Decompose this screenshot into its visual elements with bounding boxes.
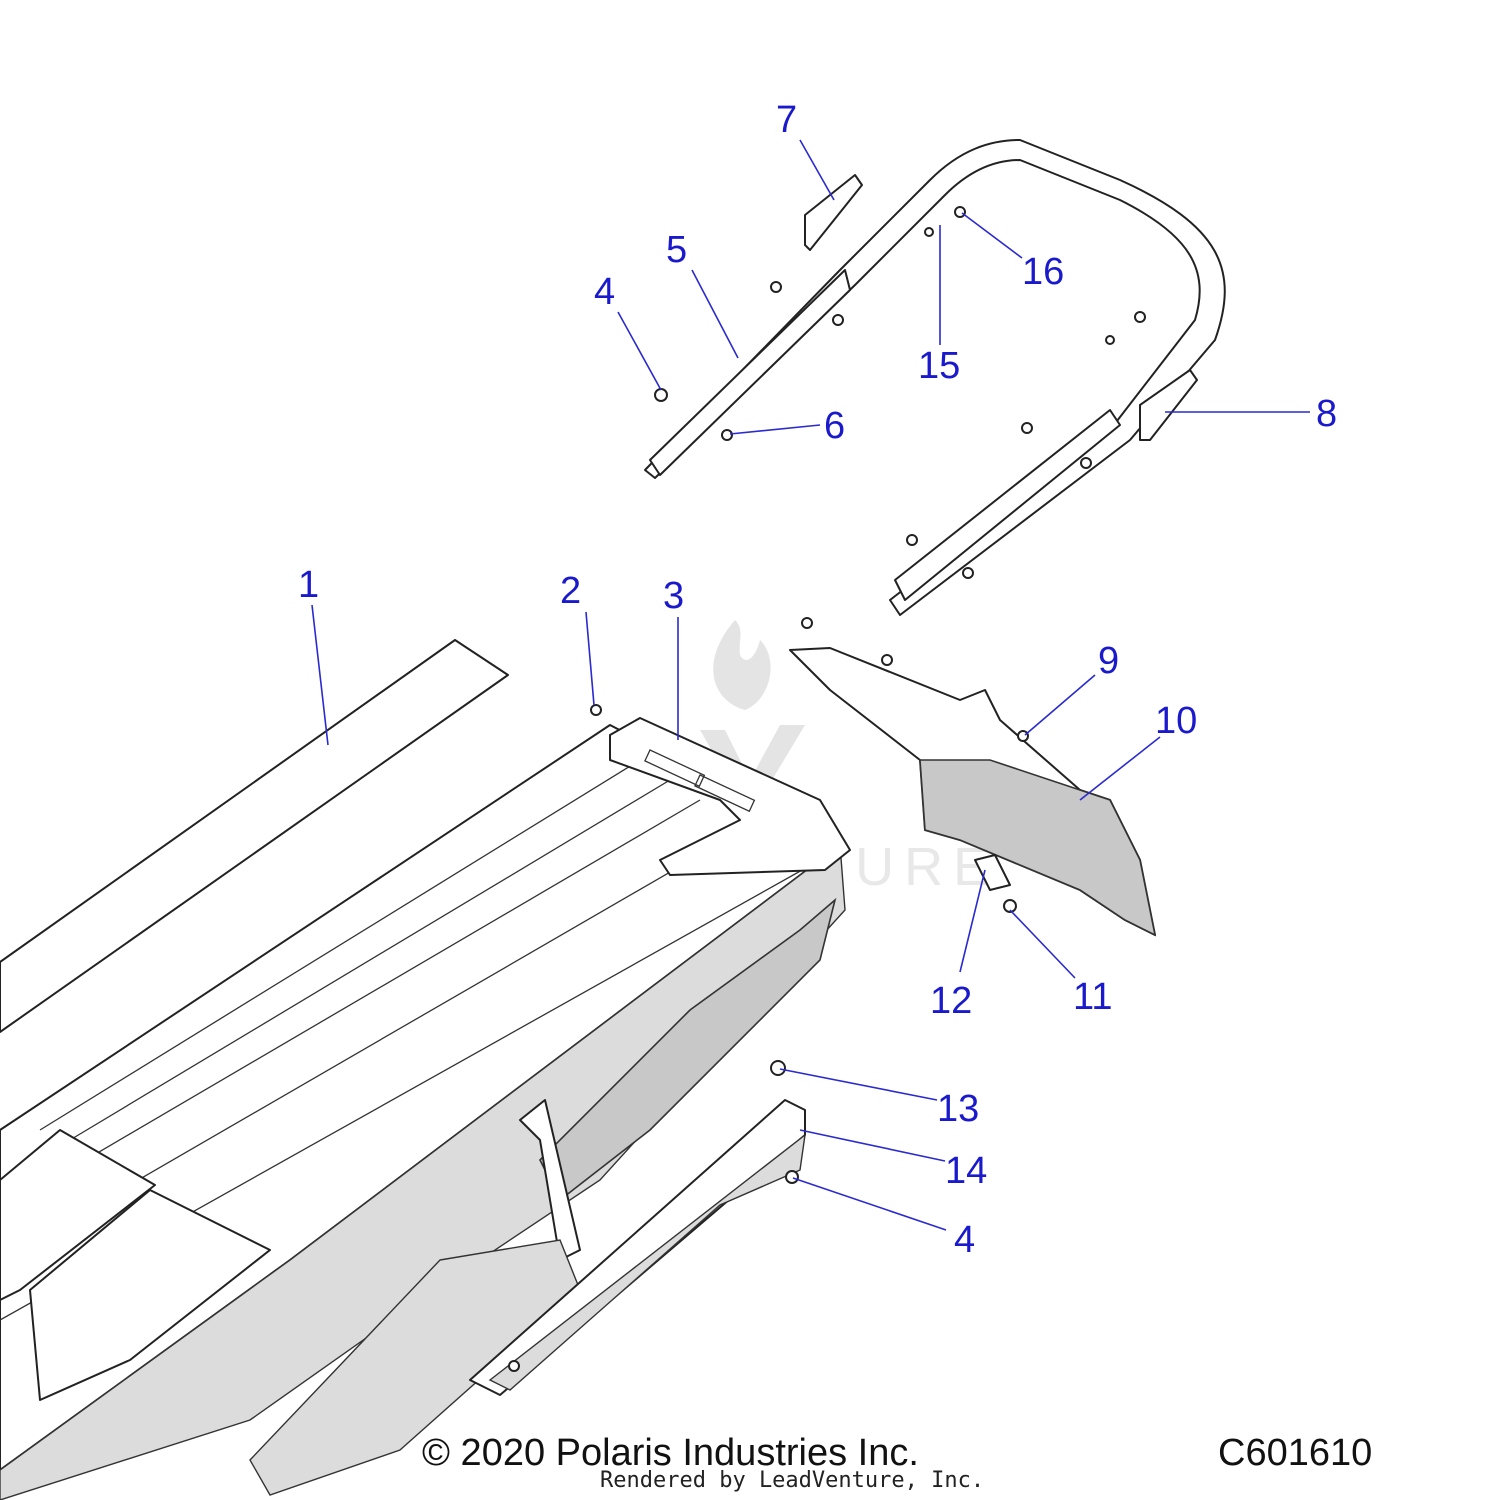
rendered-by-text: Rendered by LeadVenture, Inc.	[600, 1468, 985, 1493]
callout-4-lower: 4	[954, 1219, 975, 1261]
rear-bumper-loop	[644, 139, 1226, 616]
callout-4-upper: 4	[594, 271, 615, 313]
callout-12: 12	[930, 980, 972, 1022]
callout-16: 16	[1022, 251, 1064, 293]
callout-9: 9	[1098, 640, 1119, 682]
callout-5: 5	[666, 229, 687, 271]
part-14-bar	[469, 1099, 806, 1396]
diagram-code: C601610	[1218, 1432, 1373, 1474]
copyright-text: © 2020 Polaris Industries Inc.	[422, 1432, 919, 1474]
callout-13: 13	[937, 1088, 979, 1130]
callout-10: 10	[1155, 700, 1197, 742]
part-1-strip	[0, 639, 509, 1033]
leader-lines	[311, 139, 1310, 1231]
callout-3: 3	[663, 575, 684, 617]
part-10-flap	[789, 647, 1157, 937]
fasteners	[508, 206, 1146, 1372]
callouts: 1 2 3 4 4 5 6 7 8 9 10 11 12 13 14 15 16	[298, 99, 1337, 1261]
tunnel-assembly	[0, 717, 851, 1500]
callout-15: 15	[918, 345, 960, 387]
callout-2: 2	[560, 570, 581, 612]
callout-7: 7	[776, 99, 797, 141]
callout-1: 1	[298, 564, 319, 606]
callout-6: 6	[824, 405, 845, 447]
callout-11: 11	[1073, 976, 1112, 1018]
callout-14: 14	[945, 1150, 987, 1192]
part-8-badge	[1139, 369, 1198, 441]
part-7-badge	[804, 174, 863, 251]
callout-8: 8	[1316, 393, 1337, 435]
